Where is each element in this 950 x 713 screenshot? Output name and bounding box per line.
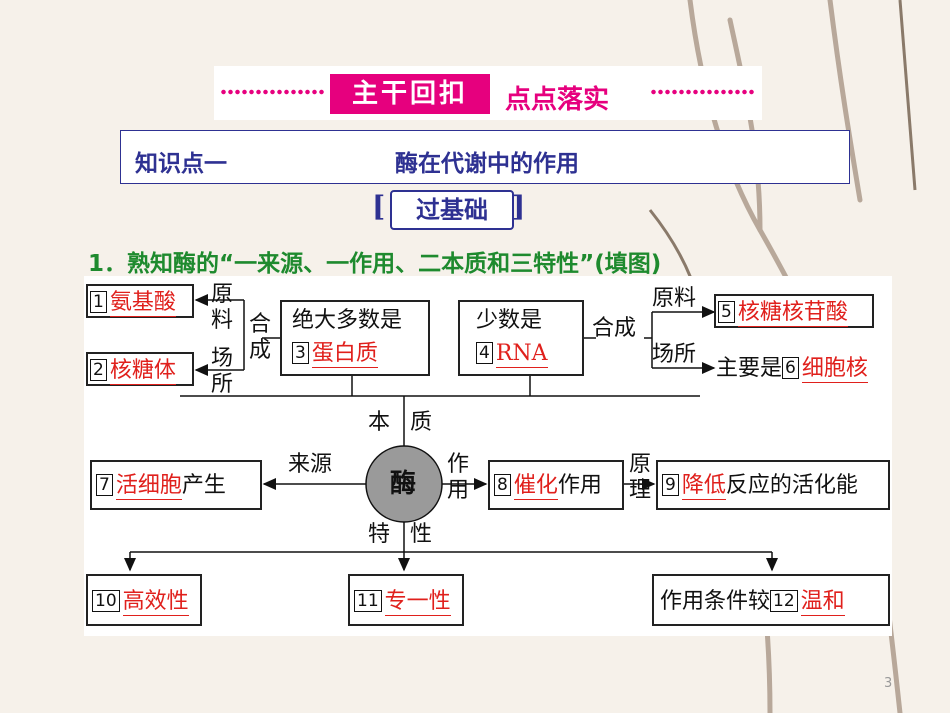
label-raw-material: 原料 (210, 282, 233, 333)
bracket-right: ] (512, 190, 526, 223)
source-box (90, 460, 262, 510)
label-property-2: 性 (410, 522, 433, 547)
section-tag: 主干回扣 (330, 74, 490, 114)
property-box-10 (86, 574, 202, 626)
dotted-rule-right (650, 86, 754, 98)
label-principle: 原理 (628, 452, 651, 503)
label-site-right: 场所 (652, 342, 697, 367)
bracket-left: [ (372, 190, 386, 223)
property-box-11 (348, 574, 464, 626)
page-number: 3 (884, 676, 893, 691)
enzyme-label: 酶 (390, 469, 417, 499)
question-heading: 1．熟知酶的“一来源、一作用、二本质和三特性”(填图) (88, 251, 662, 277)
label-essence-1: 本 (368, 410, 391, 435)
label-function: 作用 (446, 452, 469, 503)
knowledge-point-title: 酶在代谢中的作用 (395, 151, 579, 177)
knowledge-point-bar (120, 130, 850, 184)
section-subtitle: 点点落实 (505, 85, 610, 115)
label-raw-material-right: 原料 (652, 286, 697, 311)
answer-box-1 (86, 284, 194, 318)
basics-tag: 过基础 (390, 190, 514, 230)
essence-protein-text: 绝大多数是 (292, 308, 403, 333)
label-property-1: 特 (368, 522, 391, 547)
label-source: 来源 (288, 452, 333, 477)
label-synthesis-left: 合成 (248, 312, 271, 363)
function-box (488, 460, 624, 510)
label-synthesis-right: 合成 (592, 316, 637, 341)
knowledge-point-label: 知识点一 (135, 151, 227, 177)
enzyme-circle (365, 445, 443, 523)
dotted-rule-left (220, 86, 324, 98)
answer-box-5 (714, 294, 874, 328)
label-essence-2: 质 (410, 410, 433, 435)
essence-rna-text: 少数是 (476, 308, 543, 333)
principle-box (656, 460, 890, 510)
label-site: 场所 (210, 346, 233, 397)
